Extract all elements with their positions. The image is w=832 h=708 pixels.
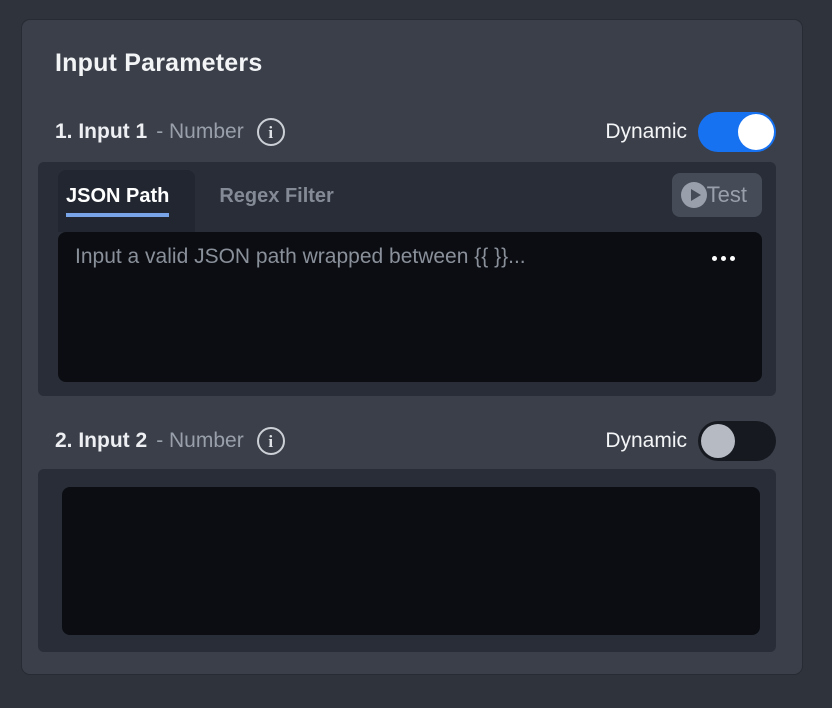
- input-1-header-right: Dynamic: [605, 112, 776, 152]
- test-button[interactable]: Test: [671, 173, 762, 217]
- input-2-label: 2. Input 2: [55, 429, 148, 452]
- dynamic-label: Dynamic: [605, 429, 687, 452]
- input-1-group: JSON Path Regex Filter Test: [38, 162, 776, 396]
- input-1-header: 1. Input 1 - Number i Dynamic: [55, 109, 776, 155]
- dynamic-label: Dynamic: [605, 120, 687, 143]
- input-2-type: - Number: [156, 429, 244, 452]
- toggle-knob: [701, 424, 735, 458]
- tab-json-path-label: JSON Path: [66, 185, 170, 217]
- input-1-type: - Number: [156, 120, 244, 143]
- info-icon[interactable]: i: [256, 118, 285, 146]
- tab-json-path[interactable]: JSON Path: [58, 170, 196, 232]
- input-2-editor: [62, 487, 760, 635]
- input-parameters-panel: Input Parameters 1. Input 1 - Number i D…: [22, 20, 802, 674]
- test-button-label: Test: [706, 182, 747, 207]
- json-path-editor: [58, 232, 762, 382]
- info-icon[interactable]: i: [256, 427, 285, 455]
- input-2-header-left: 2. Input 2 - Number i: [55, 427, 285, 455]
- toggle-knob: [738, 114, 774, 150]
- dynamic-toggle[interactable]: [698, 112, 776, 152]
- input-1-tabbar: JSON Path Regex Filter Test: [58, 162, 762, 232]
- input-2-field[interactable]: [62, 487, 760, 635]
- more-icon[interactable]: [712, 256, 735, 261]
- input-1-label: 1. Input 1: [55, 120, 148, 143]
- play-icon: [680, 182, 707, 208]
- panel-title: Input Parameters: [55, 49, 263, 77]
- json-path-input[interactable]: [58, 232, 762, 382]
- input-2-group: [38, 469, 776, 652]
- input-2-header: 2. Input 2 - Number i Dynamic: [55, 418, 776, 464]
- tab-regex-filter[interactable]: Regex Filter: [219, 184, 334, 207]
- dynamic-toggle[interactable]: [698, 421, 776, 461]
- input-1-header-left: 1. Input 1 - Number i: [55, 118, 285, 146]
- input-2-header-right: Dynamic: [605, 421, 776, 461]
